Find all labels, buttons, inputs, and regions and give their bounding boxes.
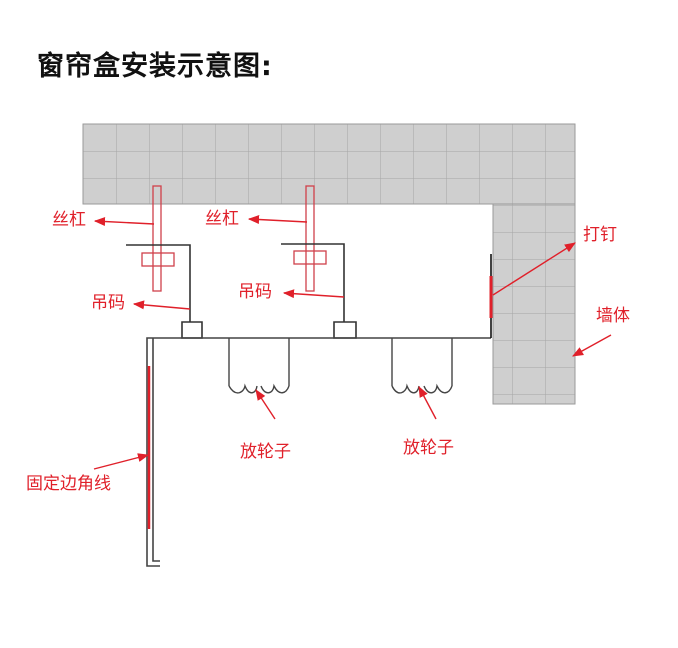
annotation-arrows bbox=[93, 215, 612, 470]
label-nail: 打钉 bbox=[583, 225, 617, 245]
wall-block bbox=[492, 203, 576, 405]
arrow-pulley-left bbox=[255, 389, 276, 420]
arrow-wall bbox=[572, 334, 612, 357]
label-hanger-left: 吊码 bbox=[91, 293, 125, 313]
curtain-box-board bbox=[146, 337, 491, 567]
screw-rod-right bbox=[293, 185, 327, 292]
arrow-corner-line bbox=[93, 453, 150, 470]
arrow-hanger-left bbox=[132, 300, 191, 310]
arrow-pulley-right bbox=[418, 386, 437, 420]
pulley-track-right bbox=[391, 338, 453, 394]
pulley-track-left bbox=[228, 338, 290, 394]
arrow-screw-rod-right bbox=[247, 215, 308, 224]
label-hanger-right: 吊码 bbox=[238, 282, 272, 302]
screw-rod-left bbox=[141, 185, 175, 292]
arrow-screw-rod-left bbox=[93, 217, 155, 226]
label-pulley-left: 放轮子 bbox=[240, 442, 291, 462]
ceiling-slab bbox=[82, 123, 576, 205]
arrow-nail bbox=[492, 242, 576, 296]
label-pulley-right: 放轮子 bbox=[403, 438, 454, 458]
label-wall: 墙体 bbox=[596, 306, 630, 326]
arrow-hanger-right bbox=[282, 289, 345, 299]
label-screw-rod-left: 丝杠 bbox=[52, 210, 86, 230]
diagram-title: 窗帘盒安装示意图: bbox=[37, 51, 273, 82]
label-screw-rod-right: 丝杠 bbox=[205, 209, 239, 229]
hanger-left bbox=[126, 244, 203, 339]
label-corner-line: 固定边角线 bbox=[26, 474, 111, 494]
hanger-right bbox=[281, 243, 357, 339]
